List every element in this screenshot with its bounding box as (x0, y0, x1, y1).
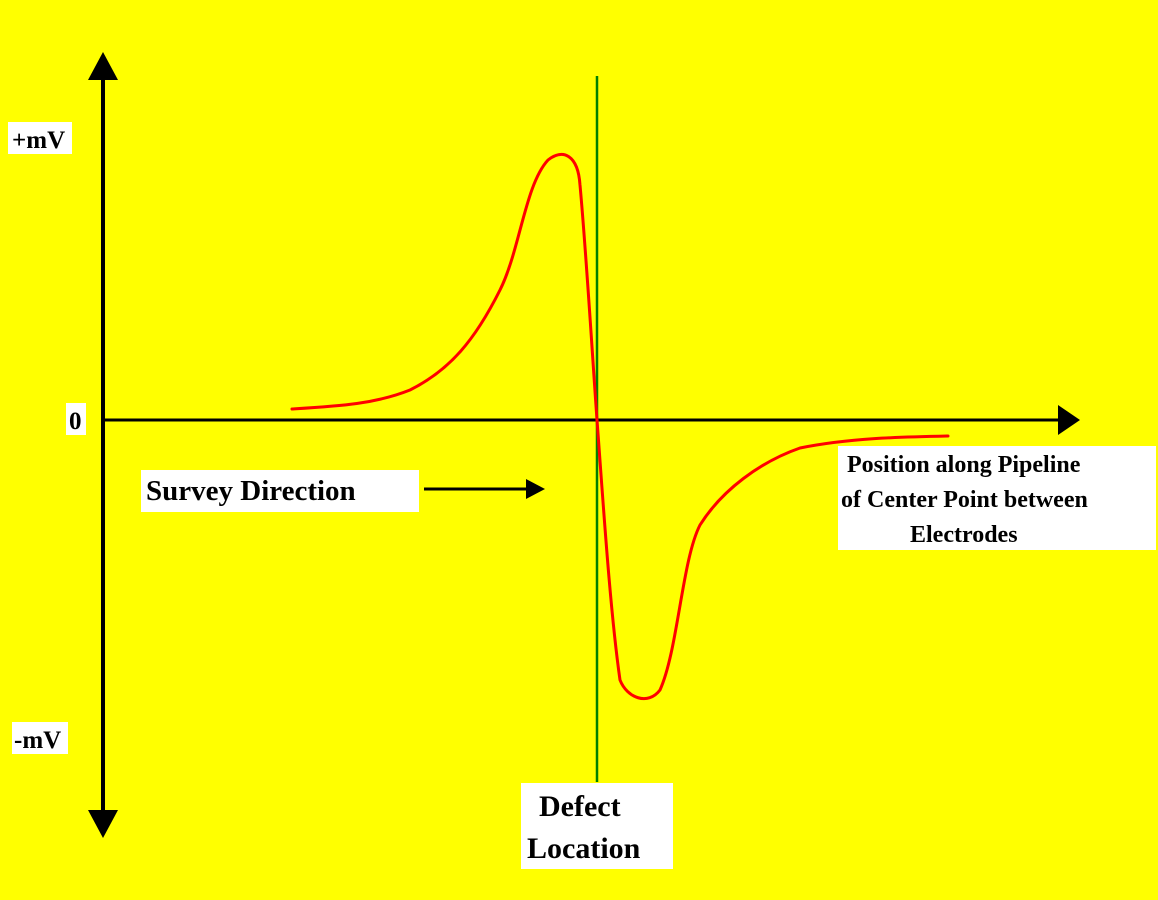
x-axis-label-bg (838, 446, 1156, 550)
x-axis-label-line1: Position along Pipeline (847, 452, 1081, 478)
y-positive-label-bg (8, 122, 72, 154)
x-axis-label-line2: of Center Point between (841, 487, 1088, 513)
defect-location-label-line2: Location (527, 832, 641, 865)
arrow-right-icon (1058, 405, 1080, 435)
survey-direction-label: Survey Direction (146, 475, 356, 507)
y-positive-label: +mV (12, 127, 65, 154)
potential-curve (290, 152, 950, 701)
x-axis-label-line3: Electrodes (910, 522, 1018, 548)
arrow-down-icon (88, 810, 118, 838)
arrow-up-icon (88, 52, 118, 80)
defect-location-label-bg (521, 783, 673, 869)
arrow-right-icon (526, 479, 545, 499)
y-zero-label-bg (66, 403, 86, 435)
y-negative-label: -mV (14, 727, 61, 754)
y-negative-label-bg (12, 722, 68, 754)
y-zero-label: 0 (69, 408, 82, 435)
defect-location-label-line1: Defect (539, 790, 621, 823)
survey-direction-label-bg (141, 470, 419, 512)
